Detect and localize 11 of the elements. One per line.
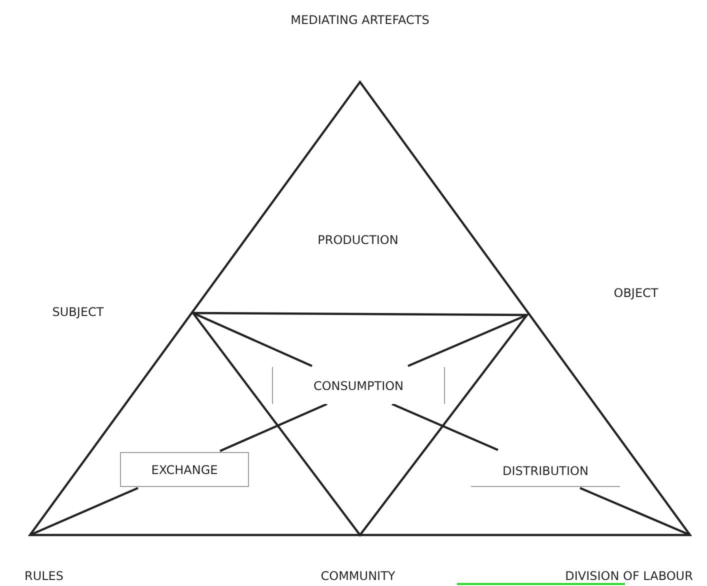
vertex-label: SUBJECT (52, 305, 104, 319)
connector-line (392, 403, 498, 451)
region-label: PRODUCTION (318, 233, 398, 247)
vertex-label: DIVISION OF LABOUR (565, 569, 693, 583)
connector-line (220, 403, 328, 452)
exchange-label-box: EXCHANGE (120, 452, 249, 487)
consumption-label-box: CONSUMPTION (272, 367, 445, 404)
vertex-label: RULES (24, 569, 64, 583)
vertex-label: OBJECT (614, 286, 658, 300)
vertex-label: COMMUNITY (320, 569, 396, 583)
vertex-label: MEDIATING ARTEFACTS (290, 13, 430, 27)
